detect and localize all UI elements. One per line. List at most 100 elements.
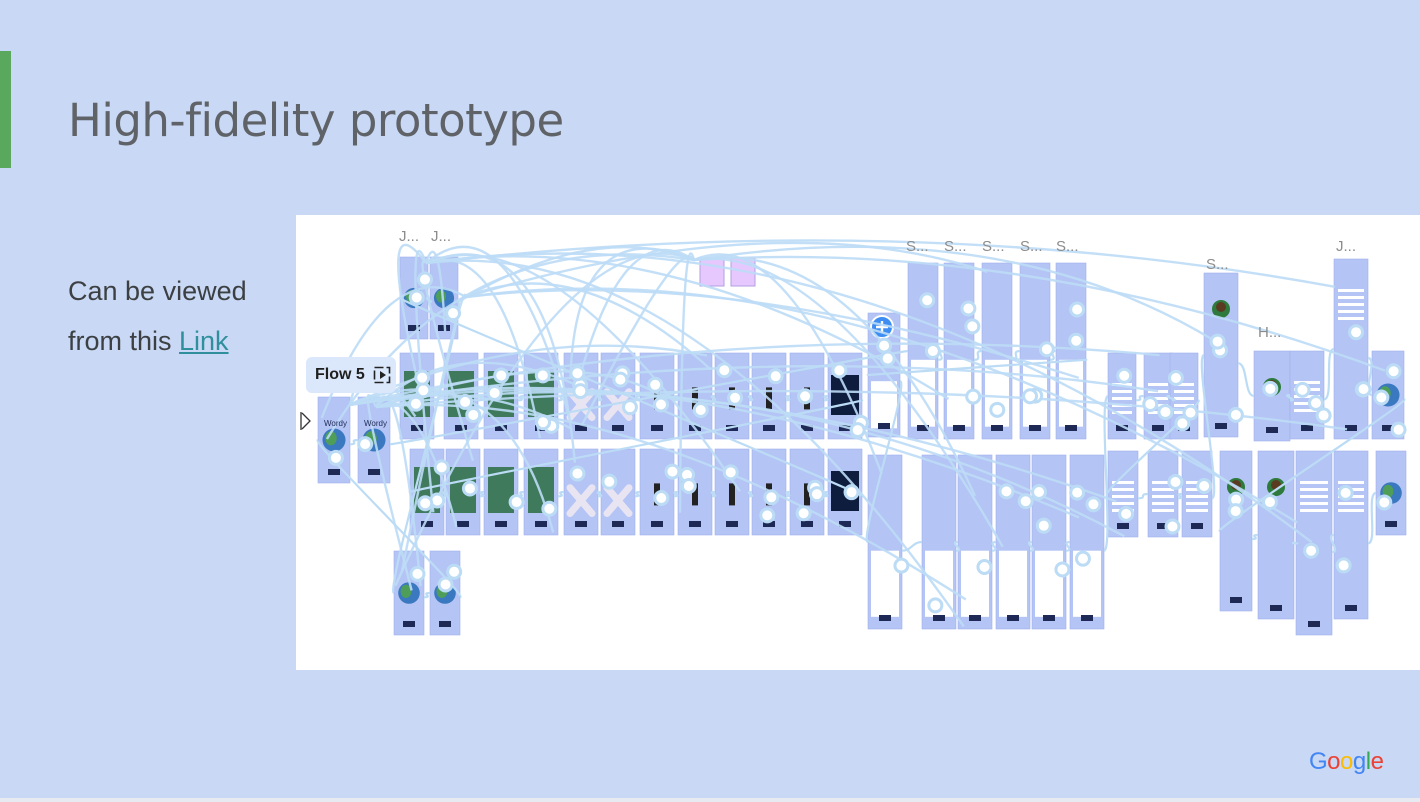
hotspot-node — [493, 367, 510, 384]
prototype-connector — [1323, 347, 1335, 401]
hotspot-node — [893, 557, 910, 574]
hotspot-node — [541, 500, 558, 517]
prototype-connector — [579, 248, 695, 375]
prototype-canvas-screenshot: J...J...S...S...S...S...S...S...J...H...… — [296, 215, 1420, 670]
screen-button — [1029, 425, 1041, 431]
prototype-connector — [557, 490, 565, 498]
slide-description: Can be viewed from this Link — [68, 266, 247, 366]
hotspot-node — [416, 271, 433, 288]
prototype-connector — [693, 255, 1386, 372]
prototype-flow-diagram: J...J...S...S...S...S...S...S...J...H...… — [300, 228, 1407, 636]
hotspot-node — [1227, 503, 1244, 520]
prototype-connector — [425, 252, 1313, 544]
google-logo-letter: o — [1340, 748, 1353, 775]
hotspot-node — [808, 486, 825, 503]
screen-frame — [1333, 258, 1369, 440]
hotspot-node — [572, 383, 589, 400]
slide-title: High-fidelity prototype — [68, 94, 564, 147]
screen-button — [878, 423, 890, 429]
text-block-line — [1338, 310, 1364, 313]
prototype-connector — [991, 540, 997, 552]
screen-button — [917, 425, 929, 431]
hotspot-node — [534, 367, 551, 384]
text-block-line — [1112, 383, 1132, 386]
screen-frame — [1219, 450, 1253, 612]
hotspot-node — [414, 369, 431, 386]
text-block-line — [1174, 383, 1194, 386]
prototype-connector — [673, 490, 679, 498]
hotspot-node — [879, 350, 896, 367]
prototype-connector — [1200, 353, 1216, 500]
prototype-connector — [1218, 398, 1406, 533]
prototype-connector — [747, 490, 754, 498]
prototype-connector — [634, 490, 641, 498]
hotspot-node — [763, 489, 780, 506]
screen-button — [457, 521, 469, 527]
prototype-connector — [441, 490, 449, 498]
screen-button — [763, 521, 775, 527]
text-block-line — [1338, 502, 1364, 505]
hotspot-node — [327, 449, 344, 466]
text-block-line — [1174, 404, 1194, 407]
screen-button — [535, 521, 547, 527]
prototype-connector — [349, 388, 555, 533]
prototype-connector — [678, 252, 696, 513]
description-line-2-prefix: from this — [68, 326, 180, 356]
hotspot-node — [927, 597, 944, 614]
text-block-line — [1152, 481, 1174, 484]
frame-label: S... — [982, 238, 1005, 255]
hotspot-node — [446, 563, 463, 580]
hotspot-node — [601, 473, 618, 490]
screen-button — [495, 425, 507, 431]
prototype-connector — [673, 394, 679, 402]
hotspot-node — [1376, 494, 1393, 511]
hotspot-node — [1373, 389, 1390, 406]
text-block-line — [1338, 289, 1364, 292]
screen-button — [612, 521, 624, 527]
hotspot-node — [1390, 421, 1407, 438]
hotspot-node — [964, 318, 981, 335]
screen-button — [991, 425, 1003, 431]
hotspot-node — [1294, 381, 1311, 398]
hotspot-node — [843, 484, 860, 501]
text-block-line — [1112, 495, 1134, 498]
text-block-line — [1338, 317, 1364, 320]
text-block-line — [1112, 488, 1134, 491]
hotspot-node — [664, 463, 681, 480]
text-block-line — [1152, 509, 1174, 512]
hotspot-node — [976, 558, 993, 575]
text-block-line — [1294, 395, 1320, 398]
screen-button — [421, 521, 433, 527]
hotspot-node — [1035, 517, 1052, 534]
screen-button — [1007, 615, 1019, 621]
screen-button — [1345, 605, 1357, 611]
hotspot-node — [692, 401, 709, 418]
screen-button — [575, 425, 587, 431]
prototype-connector — [408, 399, 864, 494]
hotspot-node — [437, 576, 454, 593]
hotspot-node — [759, 507, 776, 524]
google-logo-letters: Google — [1309, 748, 1384, 776]
screen-button — [726, 521, 738, 527]
prototype-connector — [465, 282, 712, 371]
hotspot-node — [989, 401, 1006, 418]
flow-label-tag[interactable]: Flow 5 — [306, 357, 396, 393]
screen-button — [455, 425, 467, 431]
text-block-line — [1186, 502, 1208, 505]
text-block-line — [1152, 488, 1174, 491]
screen-button — [1191, 523, 1203, 529]
prototype-connector — [1251, 533, 1259, 541]
screen-button — [1230, 597, 1242, 603]
prototype-link[interactable]: Link — [179, 326, 229, 356]
hotspot-node — [1054, 561, 1071, 578]
prototype-connector — [1329, 533, 1337, 554]
screen-button — [933, 615, 945, 621]
hotspot-node — [461, 480, 478, 497]
google-logo-letter: l — [1365, 748, 1371, 775]
prototype-connector — [937, 349, 945, 361]
hotspot-node — [407, 395, 424, 412]
frame-label: S... — [1056, 238, 1079, 255]
text-block-line — [1300, 509, 1328, 512]
text-block-line — [1186, 509, 1208, 512]
screen-button — [879, 615, 891, 621]
